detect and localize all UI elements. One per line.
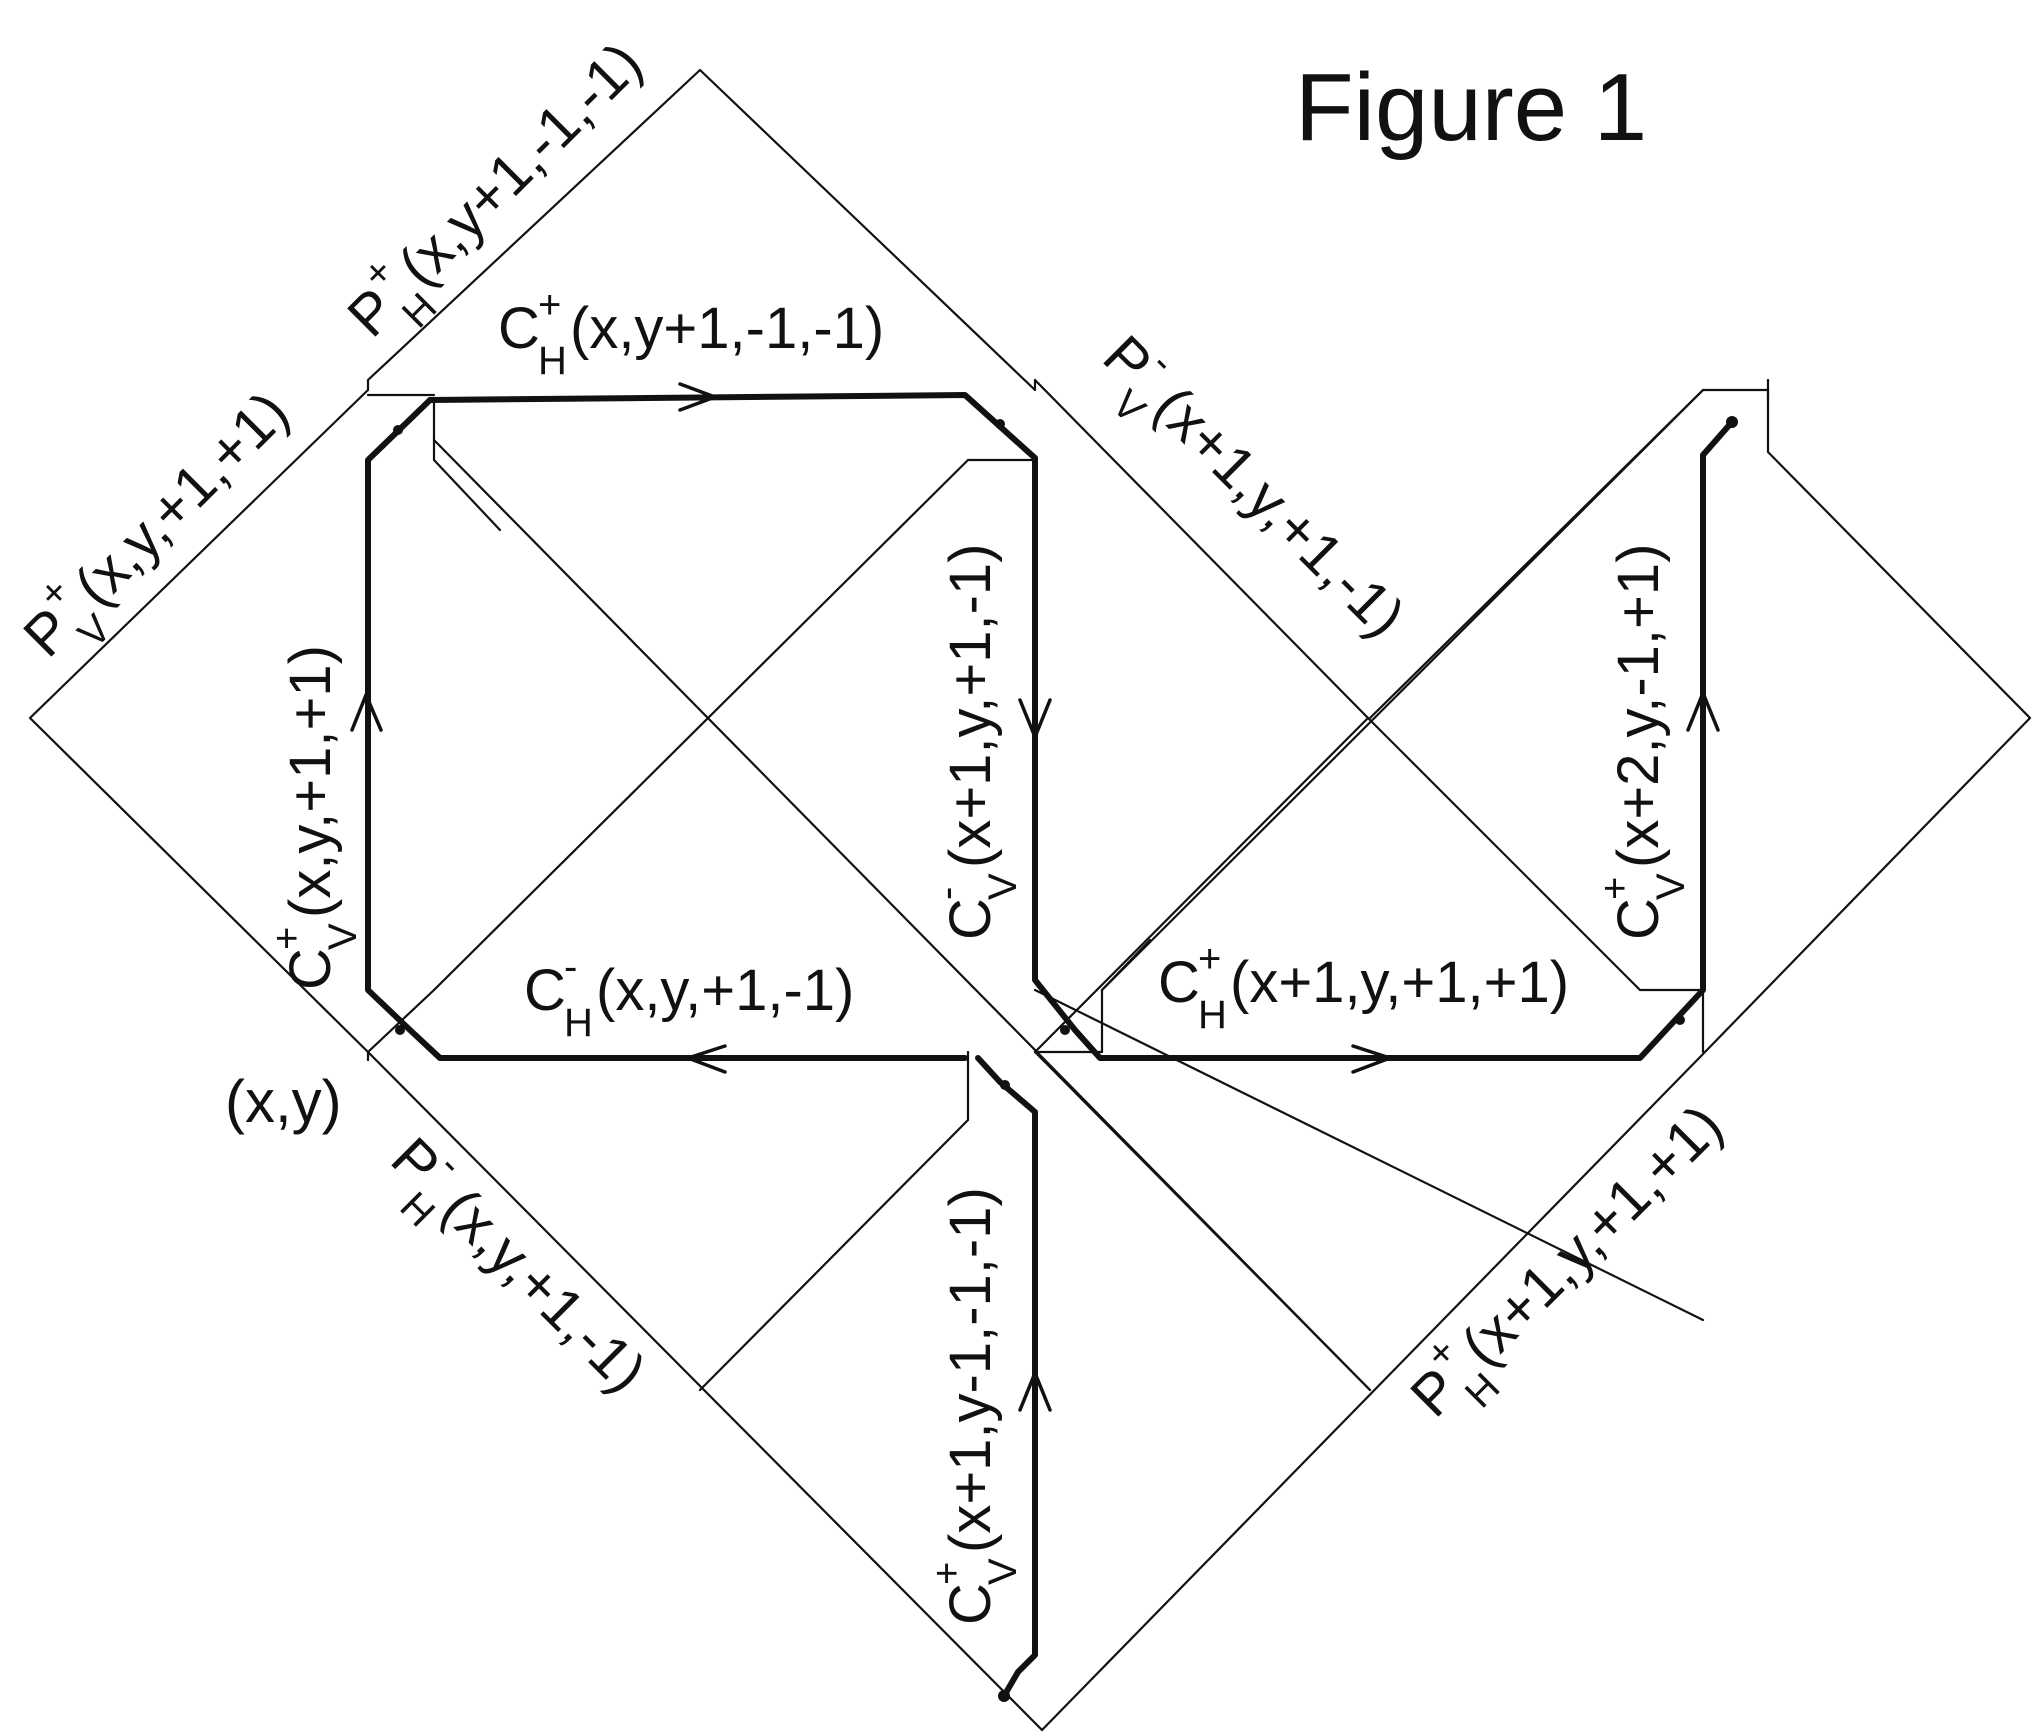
cell-stub-mr [1100,938,1152,1054]
label-symbol: P [335,276,408,349]
arrow-right-top [678,382,717,412]
label-sub: H [538,339,567,383]
label-c-h-plus-xy1: C + H (x,y+1,-1,-1) [498,283,884,383]
lattice-diagonal-g [1033,1050,1372,1392]
label-c-v-minus-x1y: C - V (x+1,y,+1,-1) [925,544,1025,941]
label-p-h-plus-x1y: P + H (x+1,y,+1,+1) [1398,1093,1735,1430]
label-sup: - [925,887,969,900]
dot-bottom [998,1690,1010,1702]
label-sup: + [925,1562,969,1585]
lattice-diagonal-f [698,1118,970,1392]
dot-tr [995,419,1005,429]
label-sup: + [538,283,561,327]
label-c-h-minus-xy: C - H (x,y,+1,-1) [524,945,854,1045]
label-args: (x,y,+1,-1) [596,958,854,1023]
arrow-up-left [350,693,383,732]
arrow-up-right [1686,691,1720,732]
label-args: (x+1,y-1,-1,-1) [938,1187,1003,1553]
dot-lc [1000,1080,1010,1090]
loop-left [365,397,968,1061]
label-symbol: C [1158,950,1200,1015]
label-p-v-minus-x1y: P - V (x+1,y,+1,-1) [1091,323,1417,649]
lattice-lines [28,68,2032,1732]
label-symbol: C [524,958,566,1023]
label-args: (x+1,y,+1,+1) [1230,950,1569,1015]
label-symbol: C [278,948,343,990]
label-symbol: P [11,596,84,669]
label-sub: H [564,1001,593,1045]
label-symbol: P [1398,1356,1471,1429]
label-sub: V [1649,873,1693,900]
label-symbol: C [938,1583,1003,1625]
dot-mc [1060,1025,1070,1035]
lattice-diagonal-e [1366,716,1642,992]
label-sup: + [1593,877,1637,900]
label-c-h-plus-x1y: C + H (x+1,y,+1,+1) [1158,937,1569,1037]
dot-rb [1675,1015,1685,1025]
label-sup: + [265,927,309,950]
lattice-diagonal-d [1100,388,1705,992]
label-args: (x,y+1,-1,-1) [386,30,654,298]
label-symbol: C [1606,898,1671,940]
dot-tl [393,425,403,435]
label-args: (x,y,+1,+1) [278,645,343,918]
label-sup: - [564,945,577,989]
bold-path [365,392,1738,1702]
label-c-v-plus-x1y1: C + V (x+1,y-1,-1,-1) [925,1187,1025,1625]
label-sup: + [1198,937,1221,981]
label-args: (x+2,y,-1,+1) [1606,544,1671,869]
lattice-diagonal-c [1033,988,1705,1322]
label-args: (x+1,y,+1,+1) [1449,1093,1735,1379]
label-sub: V [981,873,1025,900]
label-sub: V [981,1558,1025,1585]
arrow-up-lower [1018,1371,1052,1412]
label-p-h-minus-xy: P - H (x,y,+1,-1) [379,1125,659,1405]
label-c-v-plus-x2y: C + V (x+2,y,-1,+1) [1593,544,1693,941]
dot-rt [1726,416,1738,428]
arrow-down-mid [1018,698,1052,739]
lattice-diagonal-b [432,458,970,992]
arrowheads [350,382,1720,1412]
label-args: (x+1,y,+1,-1) [1142,374,1417,649]
left-diamond-outline [28,68,1370,1054]
cell-stub-tl [432,398,502,532]
figure-title: Figure 1 [1295,54,1647,161]
label-p-v-plus-xy: P + V (x,y,+1,+1) [11,379,301,669]
cell-stub-bl [366,988,436,1062]
loop-lower [975,1055,1038,1699]
label-args: (x+1,y,+1,-1) [938,544,1003,869]
label-symbol: P [379,1125,452,1198]
origin-label: (x,y) [225,1068,342,1135]
label-sub: H [1198,993,1227,1037]
label-args: (x,y,+1,-1) [430,1176,659,1405]
label-symbol: C [938,898,1003,940]
arrow-left-bottom [686,1044,727,1074]
dot-bl [395,1025,405,1035]
label-args: (x,y+1,-1,-1) [570,296,884,361]
label-symbol: C [498,296,540,361]
label-args: (x,y,+1,+1) [62,379,301,618]
label-c-v-plus-xy: C + V (x,y,+1,+1) [265,645,365,990]
label-sub: V [321,923,365,950]
label-symbol: P [1091,323,1164,396]
lattice-edge-lower-left [366,1050,1044,1732]
arrow-right-bottom [1351,1044,1392,1074]
